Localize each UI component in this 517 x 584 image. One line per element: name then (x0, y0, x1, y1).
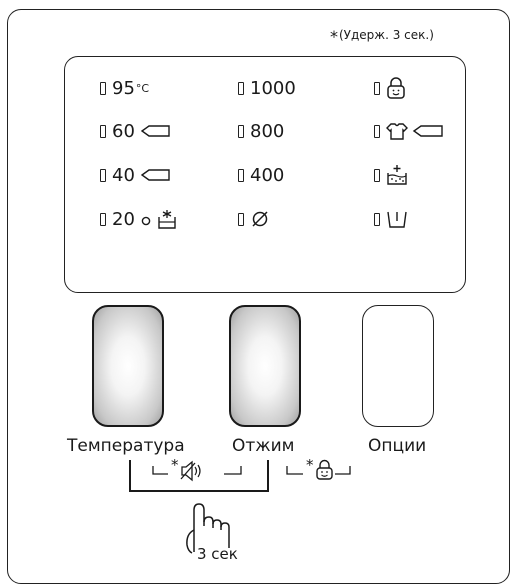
options-button[interactable] (362, 305, 434, 427)
led (374, 168, 380, 182)
cold-wash-icon (141, 209, 181, 229)
led (238, 81, 244, 95)
temp-95-label: 95 (112, 77, 135, 99)
hold-note: *(Удерж. 3 сек.) (330, 27, 434, 46)
indicator-spin-800: 800 (238, 119, 284, 143)
press-duration-note: 3 сек (197, 545, 238, 563)
options-button-label: Опции (368, 436, 427, 456)
child-lock-icon (386, 77, 406, 99)
led (374, 124, 380, 138)
led (100, 168, 106, 182)
indicator-temp-95: 95 °C (100, 76, 149, 100)
indicator-child-lock (374, 76, 406, 100)
led (238, 168, 244, 182)
hold-note-star: * (330, 27, 338, 46)
indicator-spin-400: 400 (238, 163, 284, 187)
temp-40-label: 40 (112, 164, 135, 186)
led (238, 212, 244, 226)
led (100, 81, 106, 95)
press-hand-icon (186, 503, 230, 554)
led (374, 212, 380, 226)
combo-graphics: * * (129, 456, 351, 554)
temp-95-unit: °C (135, 81, 150, 95)
led (100, 124, 106, 138)
indicator-display (64, 56, 466, 293)
lock-combo-star: * (306, 456, 314, 474)
spin-400-label: 400 (250, 164, 285, 186)
eco-bar-icon (140, 168, 171, 182)
indicator-temp-40: 40 (100, 163, 171, 187)
led (374, 81, 380, 95)
lock-combo-right-line (335, 466, 351, 475)
shirt-bar-icon (386, 121, 444, 141)
spin-800-label: 800 (250, 120, 285, 142)
mute-sound-icon (180, 460, 201, 482)
combo-bracket (129, 460, 269, 492)
eco-bar-icon (140, 124, 171, 138)
led (238, 124, 244, 138)
indicator-spin-1000: 1000 (238, 76, 296, 100)
spin-button-label: Отжим (232, 436, 295, 456)
sound-combo-right-line (224, 466, 242, 475)
hold-note-text: (Удерж. 3 сек.) (339, 28, 434, 42)
extra-rinse-icon (386, 164, 408, 186)
lock-combo-left-line (286, 466, 303, 475)
temp-60-label: 60 (112, 120, 135, 142)
child-lock-icon (316, 459, 333, 480)
sound-combo-left-line (152, 466, 168, 475)
indicator-drain (374, 207, 408, 231)
indicator-temp-60: 60 (100, 119, 171, 143)
spin-button[interactable] (229, 305, 301, 427)
temperature-button[interactable] (92, 305, 164, 427)
temp-20-label: 20 (112, 208, 135, 230)
indicator-temp-20: 20 (100, 207, 181, 231)
no-spin-icon (250, 209, 270, 229)
led (100, 212, 106, 226)
indicator-no-spin (238, 207, 270, 231)
spin-1000-label: 1000 (250, 77, 296, 99)
indicator-extra-rinse (374, 163, 408, 187)
temperature-button-label: Температура (67, 436, 185, 456)
sound-combo-star: * (171, 456, 179, 474)
drain-icon (386, 208, 408, 230)
indicator-shirt-option (374, 119, 444, 143)
